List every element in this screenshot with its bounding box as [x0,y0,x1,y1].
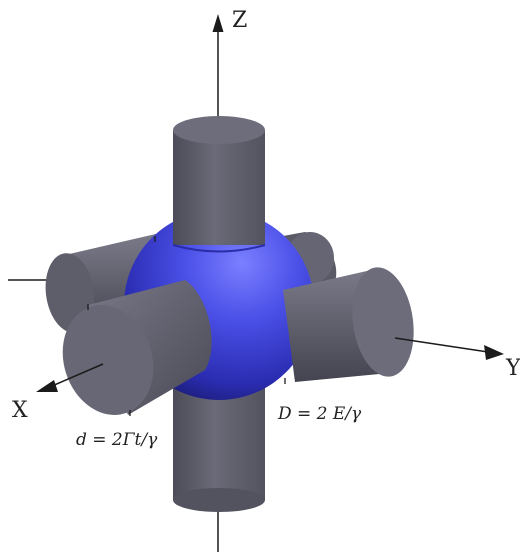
z-axis-arrow-icon [212,14,224,32]
cylinder-front [36,280,212,415]
cylinder-top [172,116,266,253]
x-axis-cone-icon [36,380,58,392]
large-diameter-label: D = 2 E/γ [278,404,362,424]
small-diameter-label: d = 2Γt/γ [76,430,158,450]
z-axis-label: Z [232,8,248,33]
diameter-ticks [87,236,286,416]
x-axis-label: X [12,398,28,423]
y-axis-arrow-icon [484,345,504,360]
y-axis-label: Y [506,356,520,381]
cylinder-right [283,267,504,382]
